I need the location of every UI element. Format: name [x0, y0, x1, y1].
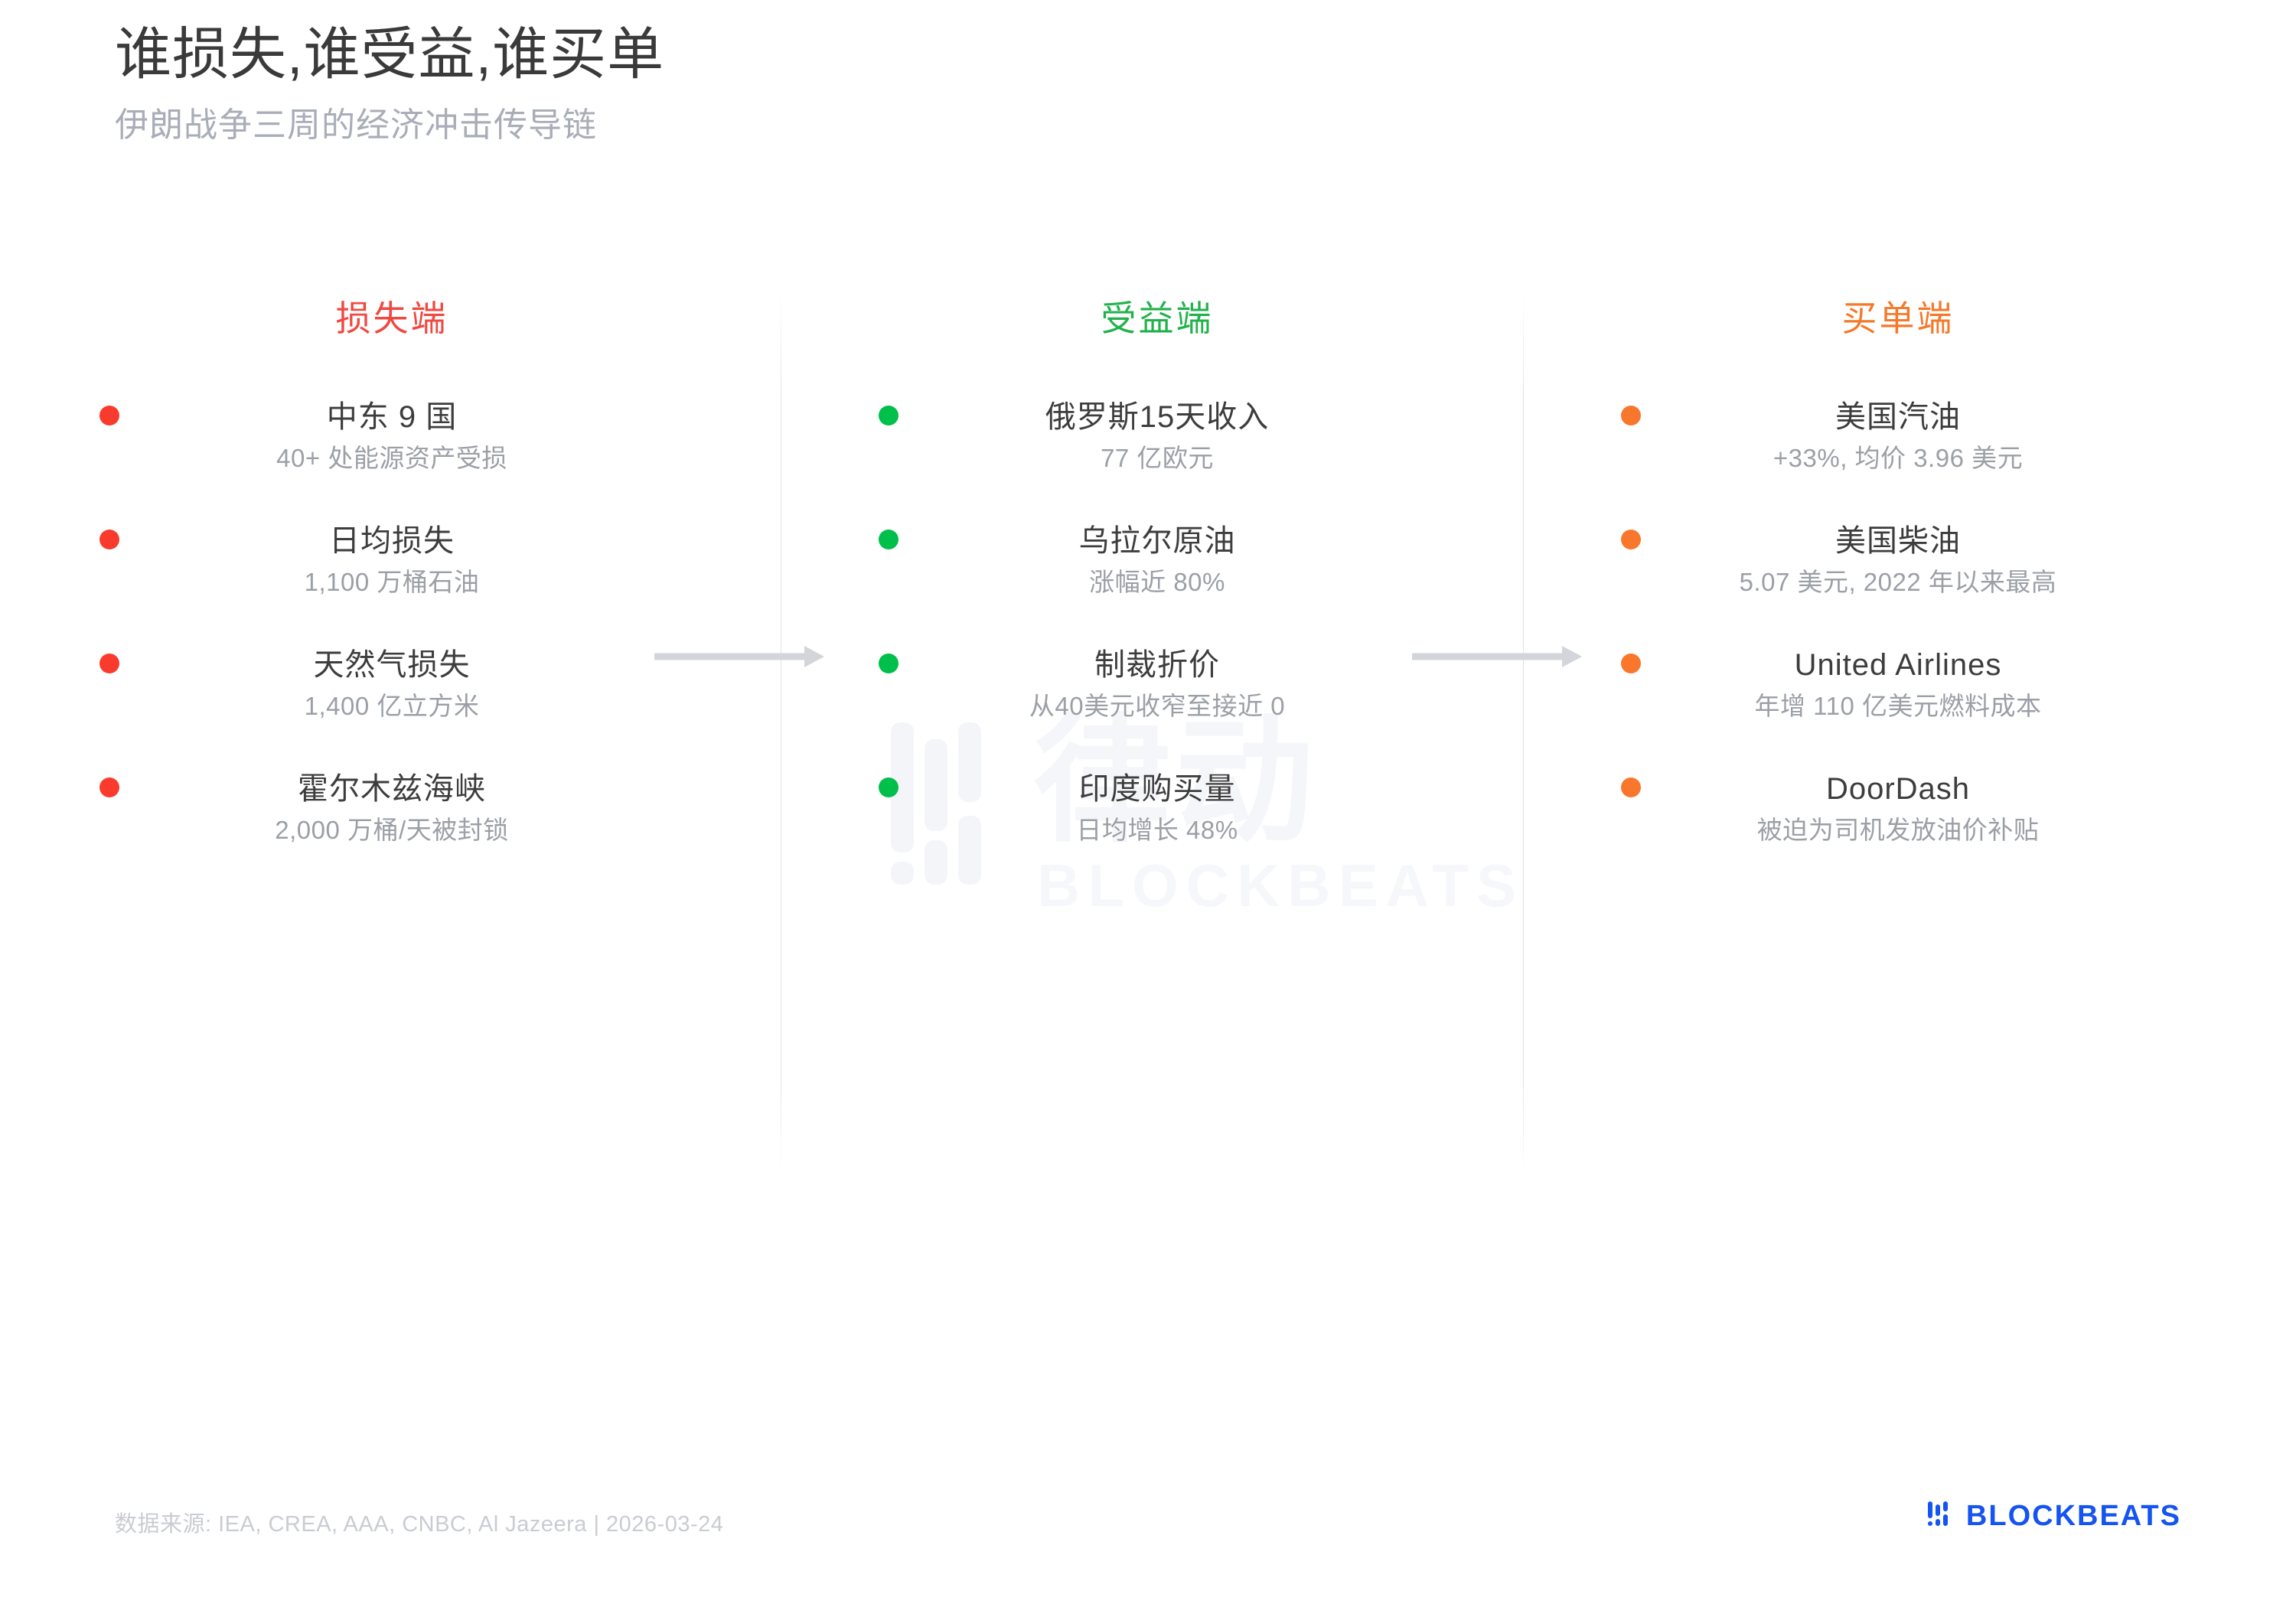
column-beneficiaries-title: 受益端 — [1101, 298, 1214, 338]
column-losses: 损失端 中东 9 国 40+ 处能源资产受损 日均损失 1,100 万桶石油 天… — [17, 291, 767, 894]
item-label: 制裁折价 — [1094, 648, 1220, 682]
list-item: 印度购买量 日均增长 48% — [782, 770, 1532, 854]
item-value: 日均增长 48% — [1076, 816, 1238, 844]
item-value: 年增 110 亿美元燃料成本 — [1754, 692, 2042, 720]
item-value: 从40美元收窄至接近 0 — [1029, 692, 1286, 720]
page-title: 谁损失,谁受益,谁买单 — [115, 22, 665, 86]
bullet-dot-icon — [879, 654, 899, 673]
item-value: 40+ 处能源资产受损 — [276, 444, 507, 472]
item-value: 被迫为司机发放油价补贴 — [1756, 816, 2040, 844]
bullet-dot-icon — [99, 654, 119, 673]
item-value: 2,000 万桶/天被封锁 — [275, 816, 509, 844]
item-label: 中东 9 国 — [326, 400, 458, 434]
list-item: 俄罗斯15天收入 77 亿欧元 — [782, 398, 1532, 482]
bullet-dot-icon — [1621, 406, 1641, 425]
column-payers: 买单端 美国汽油 +33%, 均价 3.96 美元 美国柴油 5.07 美元, … — [1523, 291, 2273, 894]
page-subtitle: 伊朗战争三周的经济冲击传导链 — [115, 106, 597, 145]
list-item: United Airlines 年增 110 亿美元燃料成本 — [1523, 646, 2273, 730]
bullet-dot-icon — [1621, 654, 1641, 673]
column-beneficiaries: 受益端 俄罗斯15天收入 77 亿欧元 乌拉尔原油 涨幅近 80% 制裁折价 从… — [782, 291, 1532, 894]
blockbeats-wordmark: BLOCKBEATS — [1965, 1499, 2181, 1532]
blockbeats-logo: BLOCKBEATS — [1926, 1498, 2181, 1533]
item-value: 1,100 万桶石油 — [304, 568, 480, 596]
column-payers-title: 买单端 — [1841, 298, 1955, 338]
arrow-right-icon — [1410, 641, 1588, 672]
list-item: 中东 9 国 40+ 处能源资产受损 — [17, 398, 767, 482]
item-label: 美国汽油 — [1835, 400, 1961, 434]
bullet-dot-icon — [99, 406, 119, 425]
list-item: 制裁折价 从40美元收窄至接近 0 — [782, 646, 1532, 730]
item-value: +33%, 均价 3.96 美元 — [1773, 444, 2024, 472]
item-label: 俄罗斯15天收入 — [1045, 400, 1270, 434]
footer: 数据来源: IEA, CREA, AAA, CNBC, Al Jazeera |… — [115, 1498, 2181, 1544]
column-divider-2 — [1523, 291, 1524, 1178]
data-source-text: 数据来源: IEA, CREA, AAA, CNBC, Al Jazeera |… — [115, 1512, 724, 1537]
column-losses-title: 损失端 — [335, 298, 448, 338]
item-label: 乌拉尔原油 — [1078, 524, 1236, 558]
list-item: 乌拉尔原油 涨幅近 80% — [782, 522, 1532, 606]
item-value: 涨幅近 80% — [1089, 568, 1225, 596]
item-label: DoorDash — [1825, 772, 1971, 806]
columns-area: 损失端 中东 9 国 40+ 处能源资产受损 日均损失 1,100 万桶石油 天… — [0, 291, 2296, 1178]
bullet-dot-icon — [879, 406, 899, 425]
item-label: 印度购买量 — [1078, 772, 1236, 806]
list-item: 霍尔木兹海峡 2,000 万桶/天被封锁 — [17, 770, 767, 854]
list-item: 美国柴油 5.07 美元, 2022 年以来最高 — [1523, 522, 2273, 606]
item-value: 5.07 美元, 2022 年以来最高 — [1739, 568, 2057, 596]
list-item: DoorDash 被迫为司机发放油价补贴 — [1523, 770, 2273, 854]
item-label: 霍尔木兹海峡 — [298, 772, 486, 806]
header: 谁损失,谁受益,谁买单 伊朗战争三周的经济冲击传导链 — [115, 21, 664, 146]
bullet-dot-icon — [879, 530, 899, 549]
bullet-dot-icon — [99, 530, 119, 549]
item-value: 1,400 亿立方米 — [304, 692, 480, 720]
item-label: United Airlines — [1794, 648, 2002, 682]
bullet-dot-icon — [1621, 530, 1641, 549]
arrow-right-icon — [652, 641, 830, 672]
item-value: 77 亿欧元 — [1101, 444, 1214, 472]
blockbeats-bars-icon — [1926, 1498, 1957, 1533]
bullet-dot-icon — [879, 777, 899, 797]
item-label: 日均损失 — [329, 524, 455, 558]
bullet-dot-icon — [99, 777, 119, 797]
bullet-dot-icon — [1621, 777, 1641, 797]
list-item: 日均损失 1,100 万桶石油 — [17, 522, 767, 606]
list-item: 天然气损失 1,400 亿立方米 — [17, 646, 767, 730]
list-item: 美国汽油 +33%, 均价 3.96 美元 — [1523, 398, 2273, 482]
item-label: 天然气损失 — [313, 648, 471, 682]
item-label: 美国柴油 — [1835, 524, 1961, 558]
